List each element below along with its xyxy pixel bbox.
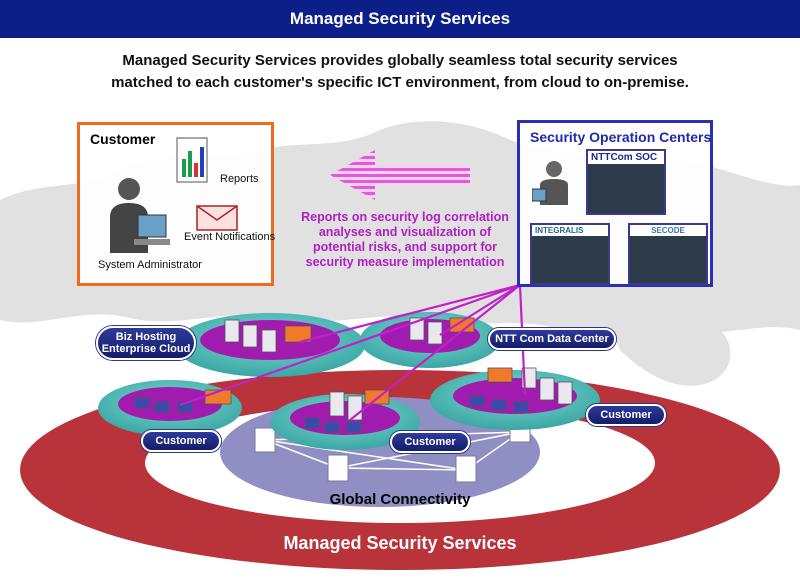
biz-hosting-line-1: Biz Hosting — [115, 331, 177, 343]
soc-photo-integralis: INTEGRALIS — [530, 223, 610, 285]
soc-photo-nttcom: NTTCom SOC — [586, 149, 666, 215]
administrator-icon — [110, 178, 170, 253]
nttcom-soc-logo: NTTCom SOC — [588, 151, 664, 164]
reports-line-3: potential risks, and support for — [312, 240, 498, 254]
customer-badge-right: Customer — [586, 404, 666, 426]
intro-line-2: matched to each customer's specific ICT … — [111, 74, 689, 91]
ring-label: Managed Security Services — [283, 533, 517, 553]
building-icons — [254, 419, 531, 483]
soc-panel-title: Security Operation Centers — [530, 129, 712, 145]
soc-panel: Security Operation Centers NTTCom SOC IN… — [517, 120, 713, 287]
biz-hosting-line-2: Enterprise Cloud — [101, 343, 191, 355]
system-administrator-label: System Administrator — [98, 259, 202, 271]
customer-badge-left: Customer — [141, 430, 221, 452]
reports-line-4: security measure implementation — [305, 255, 505, 269]
soc-links — [179, 283, 527, 421]
soc-photo-secode: SECODE — [628, 223, 708, 285]
reports-icon — [176, 137, 208, 183]
reports-line-1: Reports on security log correlation — [301, 210, 509, 224]
reports-description: Reports on security log correlation anal… — [300, 210, 510, 270]
customer-panel-title: Customer — [90, 131, 156, 147]
reports-arrow — [330, 150, 470, 200]
integralis-logo: INTEGRALIS — [532, 225, 608, 236]
data-center-badge: NTT Com Data Center — [488, 328, 616, 350]
reports-line-2: analyses and visualization of — [318, 225, 492, 239]
envelope-icon — [196, 205, 238, 231]
event-notifications-label: Event Notifications — [184, 231, 276, 243]
customer-badge-center: Customer — [390, 431, 470, 453]
biz-hosting-badge: Biz Hosting Enterprise Cloud — [96, 326, 196, 360]
intro-text: Managed Security Services provides globa… — [0, 50, 800, 94]
intro-line-1: Managed Security Services provides globa… — [122, 52, 678, 69]
header-title: Managed Security Services — [0, 0, 800, 38]
global-connectivity-label: Global Connectivity — [329, 491, 471, 508]
secode-logo: SECODE — [630, 225, 706, 236]
operator-icon — [532, 161, 568, 205]
reports-label: Reports — [220, 173, 259, 185]
customer-panel: Customer Reports Event Notifications Sys… — [77, 122, 276, 286]
